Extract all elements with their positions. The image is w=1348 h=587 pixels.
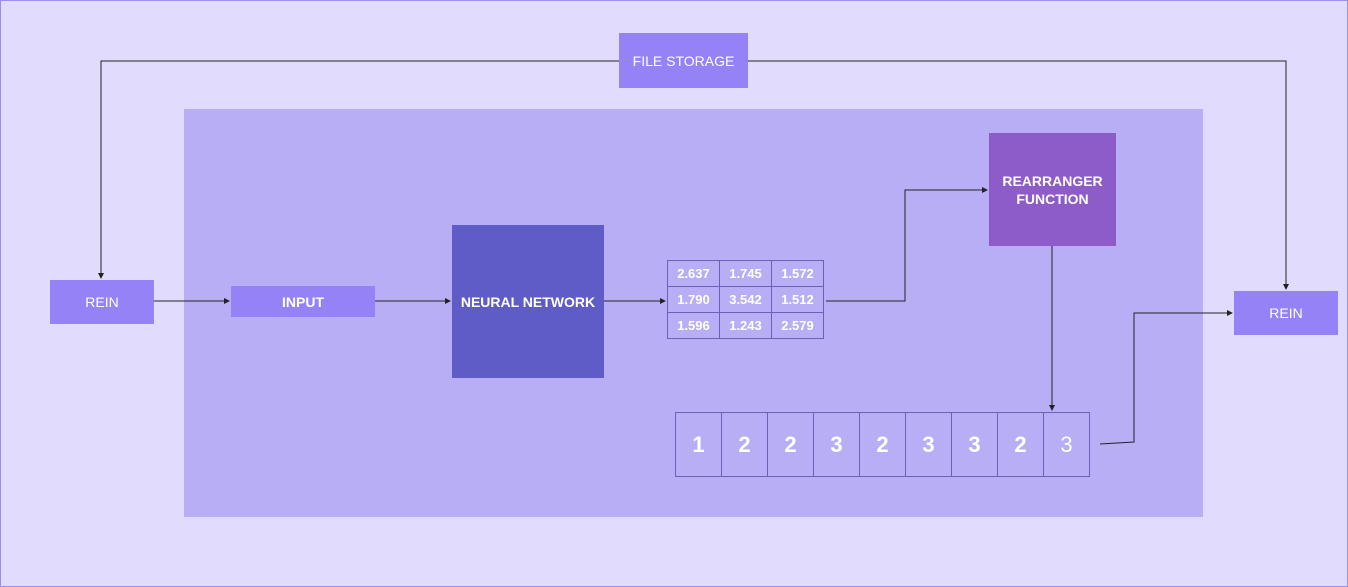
matrix-cell: 3.542 [719, 286, 772, 313]
matrix-cell: 2.637 [667, 260, 720, 287]
matrix-row: 1.596 1.243 2.579 [667, 312, 824, 339]
sequence-cell: 2 [859, 412, 906, 477]
sequence-cell: 3 [951, 412, 998, 477]
matrix-cell: 1.243 [719, 312, 772, 339]
arrow-storage-to-rein-right [748, 60, 1289, 290]
sequence-cell: 3 [905, 412, 952, 477]
file-storage-node: FILE STORAGE [619, 33, 748, 88]
matrix-row: 2.637 1.745 1.572 [667, 260, 824, 287]
sequence-cell: 3 [1043, 412, 1090, 477]
rearranged-sequence: 1 2 2 3 2 3 3 2 3 [675, 412, 1090, 477]
matrix-cell: 1.790 [667, 286, 720, 313]
matrix-cell: 1.745 [719, 260, 772, 287]
rein-left-node: REIN [50, 280, 154, 324]
matrix-row: 1.790 3.542 1.512 [667, 286, 824, 313]
sequence-cell: 3 [813, 412, 860, 477]
arrow-matrix-to-rearranger [826, 187, 988, 302]
arrow-sequence-to-rein-right [1099, 310, 1233, 445]
sequence-cell: 2 [767, 412, 814, 477]
rein-right-node: REIN [1234, 291, 1338, 335]
matrix-cell: 1.596 [667, 312, 720, 339]
matrix-cell: 1.572 [771, 260, 824, 287]
sequence-cell: 1 [675, 412, 722, 477]
neural-network-node: NEURAL NETWORK [452, 225, 604, 378]
output-matrix: 2.637 1.745 1.572 1.790 3.542 1.512 1.59… [667, 260, 824, 339]
rearranger-function-node: REARRANGER FUNCTION [989, 133, 1116, 246]
input-node: INPUT [231, 286, 375, 317]
arrow-storage-to-rein-left [98, 60, 619, 279]
matrix-cell: 1.512 [771, 286, 824, 313]
matrix-cell: 2.579 [771, 312, 824, 339]
sequence-cell: 2 [997, 412, 1044, 477]
sequence-cell: 2 [721, 412, 768, 477]
